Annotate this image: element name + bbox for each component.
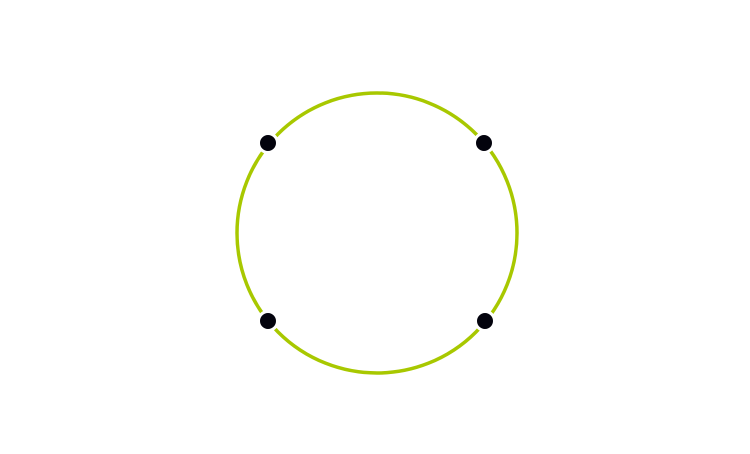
node-bottom-left (257, 310, 279, 332)
node-top-right (473, 132, 495, 154)
node-top-left (257, 132, 279, 154)
ring (235, 91, 519, 375)
node-bottom-right (474, 310, 496, 332)
